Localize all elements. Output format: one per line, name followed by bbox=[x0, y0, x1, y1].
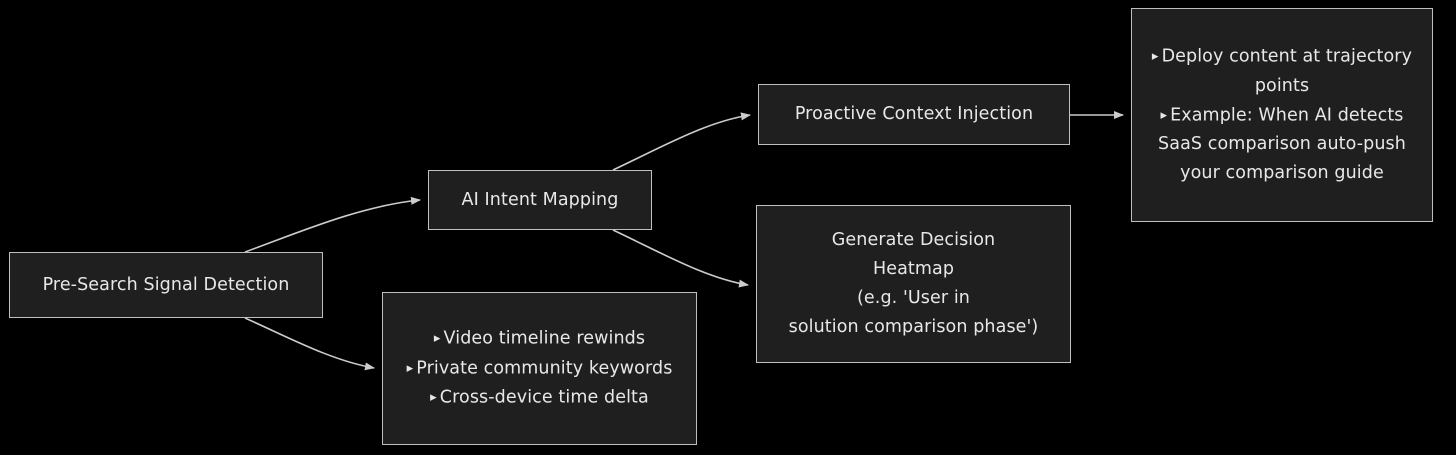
bullet-label: Video timeline rewinds bbox=[443, 328, 646, 349]
bullet-label: Deploy content at trajectory points bbox=[1161, 46, 1413, 96]
triangle-bullet-icon: ▸ bbox=[433, 331, 441, 347]
edge-intent-to-proactive bbox=[612, 112, 751, 171]
node-proactive-context-injection-text: Proactive Context Injection bbox=[759, 100, 1069, 129]
node-line: Heatmap bbox=[872, 259, 955, 279]
edge-presearch-to-signals bbox=[244, 317, 375, 371]
triangle-bullet-icon: ▸ bbox=[406, 360, 414, 376]
bullet-item: ▸Private community keywords bbox=[393, 354, 686, 384]
triangle-bullet-icon: ▸ bbox=[430, 390, 437, 406]
node-deploy-content-text: ▸Deploy content at trajectory points ▸Ex… bbox=[1132, 42, 1432, 188]
node-line: Generate Decision bbox=[831, 230, 996, 250]
node-pre-search-signal-detection[interactable]: Pre-Search Signal Detection bbox=[9, 252, 323, 318]
bullet-item: ▸Cross-device time delta bbox=[393, 383, 686, 413]
node-generate-decision-heatmap-text: Generate Decision Heatmap (e.g. 'User in… bbox=[757, 226, 1070, 342]
node-generate-decision-heatmap[interactable]: Generate Decision Heatmap (e.g. 'User in… bbox=[756, 205, 1071, 363]
triangle-bullet-icon: ▸ bbox=[1151, 49, 1159, 64]
node-line: AI Intent Mapping bbox=[461, 189, 619, 210]
node-deploy-content[interactable]: ▸Deploy content at trajectory points ▸Ex… bbox=[1131, 8, 1433, 222]
triangle-bullet-icon: ▸ bbox=[1160, 107, 1168, 123]
edge-presearch-to-intent bbox=[244, 196, 421, 253]
node-signal-examples-text: ▸Video timeline rewinds ▸Private communi… bbox=[383, 324, 696, 413]
bullet-item: ▸Example: When AI detects SaaS compariso… bbox=[1142, 101, 1422, 189]
edge-intent-to-heatmap bbox=[612, 229, 749, 288]
node-line: Proactive Context Injection bbox=[794, 104, 1034, 124]
node-ai-intent-mapping-text: AI Intent Mapping bbox=[429, 186, 651, 215]
bullet-label: Example: When AI detects SaaS comparison… bbox=[1158, 105, 1406, 183]
bullet-label: Cross-device time delta bbox=[439, 387, 649, 408]
bullet-item: ▸Deploy content at trajectory points bbox=[1142, 42, 1422, 101]
node-line: Pre-Search Signal Detection bbox=[42, 274, 290, 295]
bullet-label: Private community keywords bbox=[416, 358, 673, 379]
node-line: (e.g. 'User in bbox=[856, 288, 970, 308]
node-ai-intent-mapping[interactable]: AI Intent Mapping bbox=[428, 170, 652, 230]
node-signal-examples[interactable]: ▸Video timeline rewinds ▸Private communi… bbox=[382, 292, 697, 445]
node-pre-search-signal-detection-text: Pre-Search Signal Detection bbox=[10, 271, 322, 300]
node-line: solution comparison phase') bbox=[788, 317, 1039, 337]
node-proactive-context-injection[interactable]: Proactive Context Injection bbox=[758, 84, 1070, 145]
bullet-item: ▸Video timeline rewinds bbox=[393, 324, 686, 354]
